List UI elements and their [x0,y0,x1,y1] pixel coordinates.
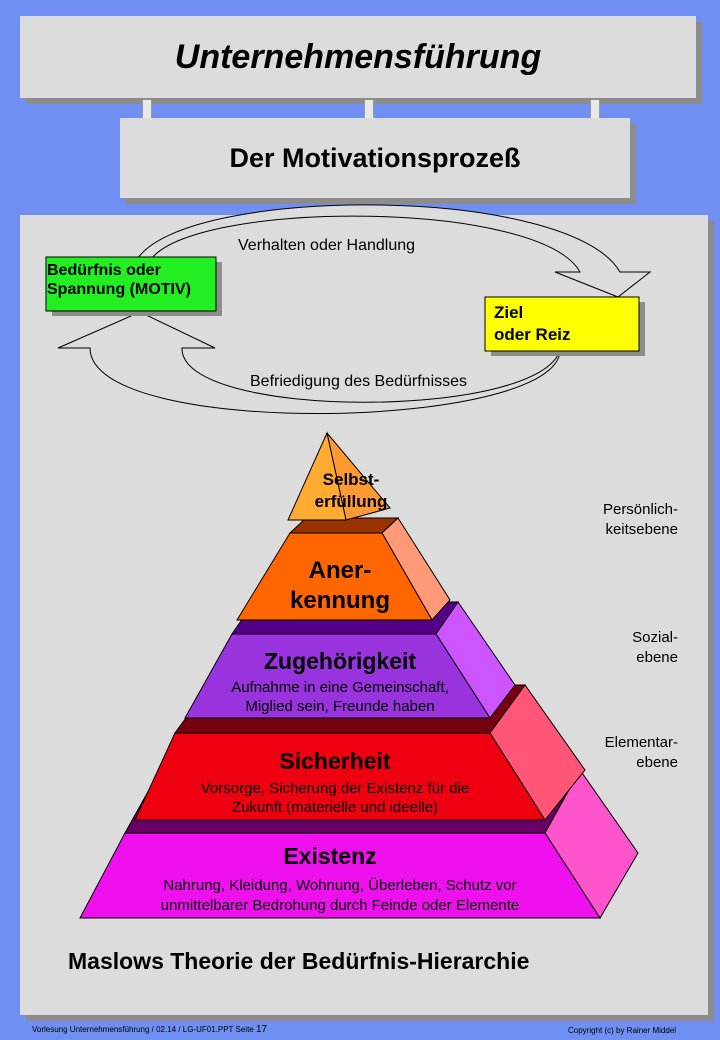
level-existence-title: Existenz [283,843,377,869]
page-number: 17 [256,1024,268,1035]
connector [590,100,600,118]
zugehoerigkeit-front [184,633,491,719]
title-panel: Unternehmensführung [20,16,696,98]
level-self-fulfillment-title: Selbst- erfüllung [314,470,388,511]
goal-box [484,296,640,352]
satisfaction-label: Befriedigung des Bedürfnisses [250,373,468,390]
level-security-title: Sicherheit [279,748,391,774]
anerkennung-front [236,532,433,621]
level-recognition-title: Aner- kennung [290,557,390,614]
level-belonging-title: Zugehörigkeit [263,648,417,674]
side-label-elementary: Elementar- ebene [604,734,678,771]
behavior-label: Verhalten oder Handlung [238,237,416,254]
page-title: Unternehmensführung [174,37,542,76]
connector [364,100,374,118]
level-existence-desc: Nahrung, Kleidung, Wohnung, Überleben, S… [160,877,520,914]
subtitle-panel: Der Motivationsprozeß [120,118,630,198]
footer-left: Vorlesung Unternehmensführung / 02.14 / … [32,1024,268,1035]
sicherheit-front [134,732,546,821]
motive-box [45,256,217,312]
selbsterfuellung-front [287,431,347,521]
connector [142,100,152,118]
existenz-front [79,832,601,919]
footer-right: Copyright (c) by Rainer Middel [568,1026,677,1035]
level-security-desc: Vorsorge, Sicherung der Existenz für die… [200,780,470,816]
goal-label: Ziel oder Reiz [494,303,571,344]
top-cycle-arrow [137,204,652,298]
motive-label: Bedürfnis oder Spannung (MOTIV) [47,262,191,298]
side-label-personality: Persönlich- keitsebene [602,501,678,538]
level-belonging-desc: Aufnahme in eine Gemeinschaft, Miglied s… [231,679,449,715]
bottom-cycle-arrow [57,311,561,414]
page-subtitle: Der Motivationsprozeß [229,142,521,173]
caption: Maslows Theorie der Bedürfnis-Hierarchie [68,948,530,974]
side-label-social: Sozial- ebene [632,629,678,666]
